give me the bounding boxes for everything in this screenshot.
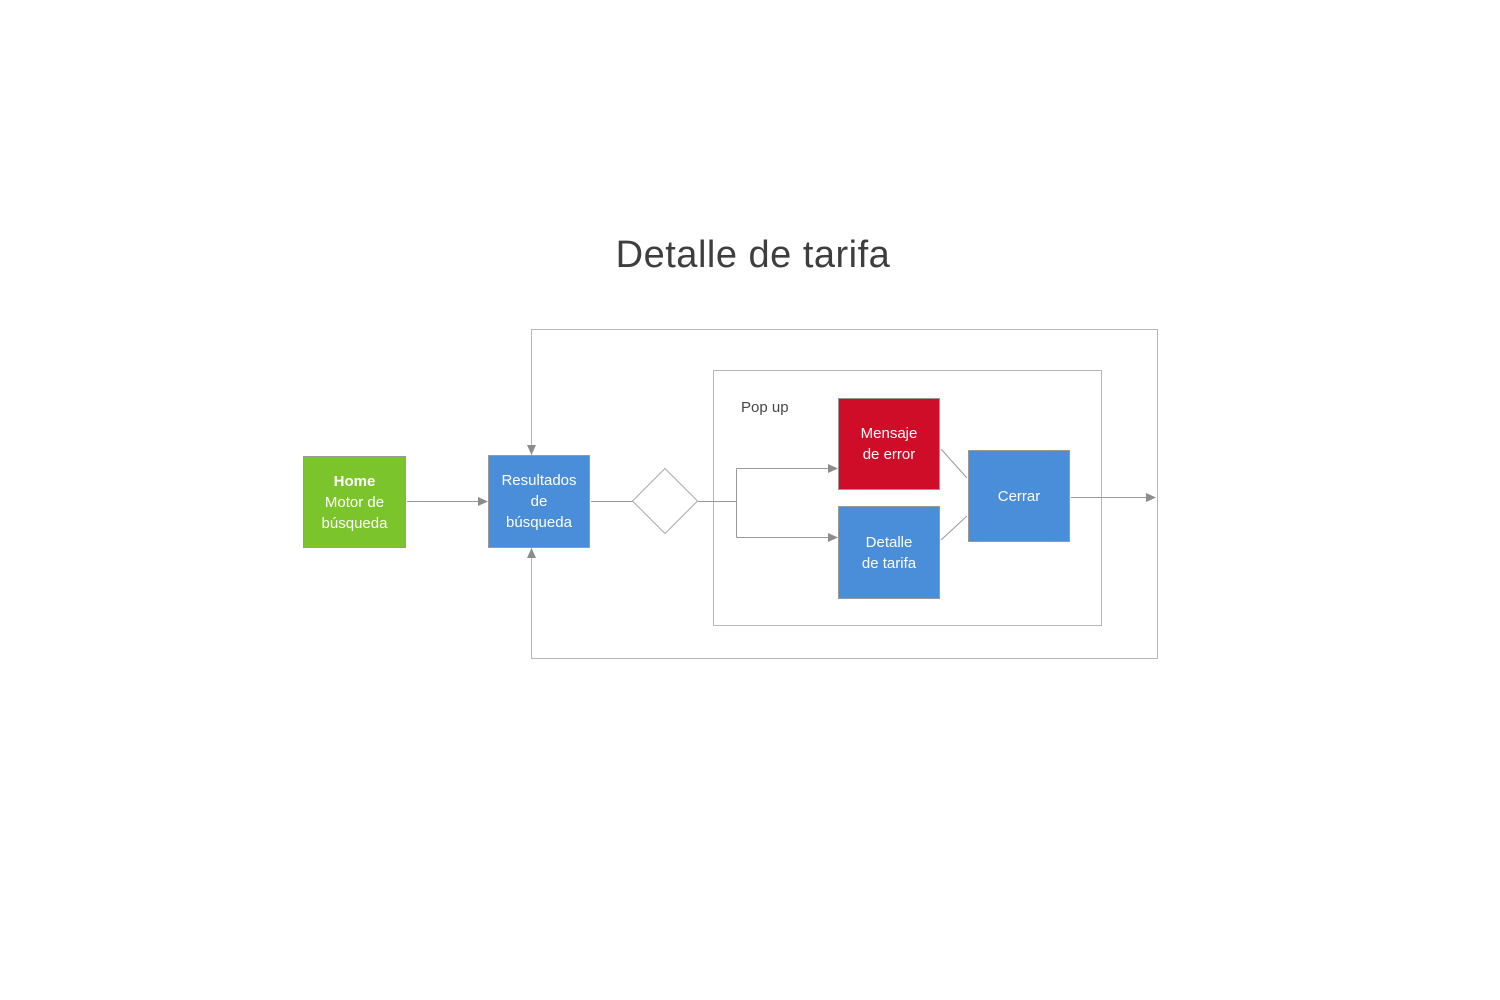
decision-diamond: [631, 467, 699, 535]
diagram-title: Detalle de tarifa: [615, 234, 891, 276]
arrowhead-into-error: [828, 464, 838, 473]
node-search-results-label: Resultados de búsqueda: [501, 472, 577, 531]
connector-decision-to-branch: [698, 468, 737, 538]
arrowhead-into-results-left: [478, 497, 488, 506]
node-error-message: Mensaje de error: [838, 398, 940, 490]
popup-label: Pop up: [741, 399, 789, 416]
connector-close-to-exit: [1071, 493, 1156, 502]
arrowhead-into-detail: [828, 533, 838, 542]
node-close: Cerrar: [968, 450, 1070, 542]
connector-error-to-close: [940, 448, 968, 479]
arrowhead-into-results-top: [527, 445, 536, 455]
node-close-label: Cerrar: [997, 487, 1041, 505]
node-error-message-label: Mensaje de error: [860, 425, 918, 463]
node-search-results: Resultados de búsqueda: [488, 455, 590, 548]
node-home-subtitle: Motor de búsqueda: [321, 493, 388, 532]
node-rate-detail-label: Detalle de tarifa: [861, 533, 917, 572]
arrowhead-exit-right: [1146, 493, 1156, 502]
connector-home-to-results: [407, 497, 488, 506]
arrowhead-into-results-bottom: [527, 548, 536, 558]
connector-branch-to-detail: [736, 533, 838, 542]
node-rate-detail: Detalle de tarifa: [838, 506, 940, 599]
feedback-arrows-into-results: [527, 445, 536, 558]
node-home-title: Home: [333, 472, 376, 490]
connector-branch-to-error: [736, 464, 838, 473]
connector-detail-to-close: [940, 515, 968, 541]
node-home: Home Motor de búsqueda: [303, 456, 406, 548]
